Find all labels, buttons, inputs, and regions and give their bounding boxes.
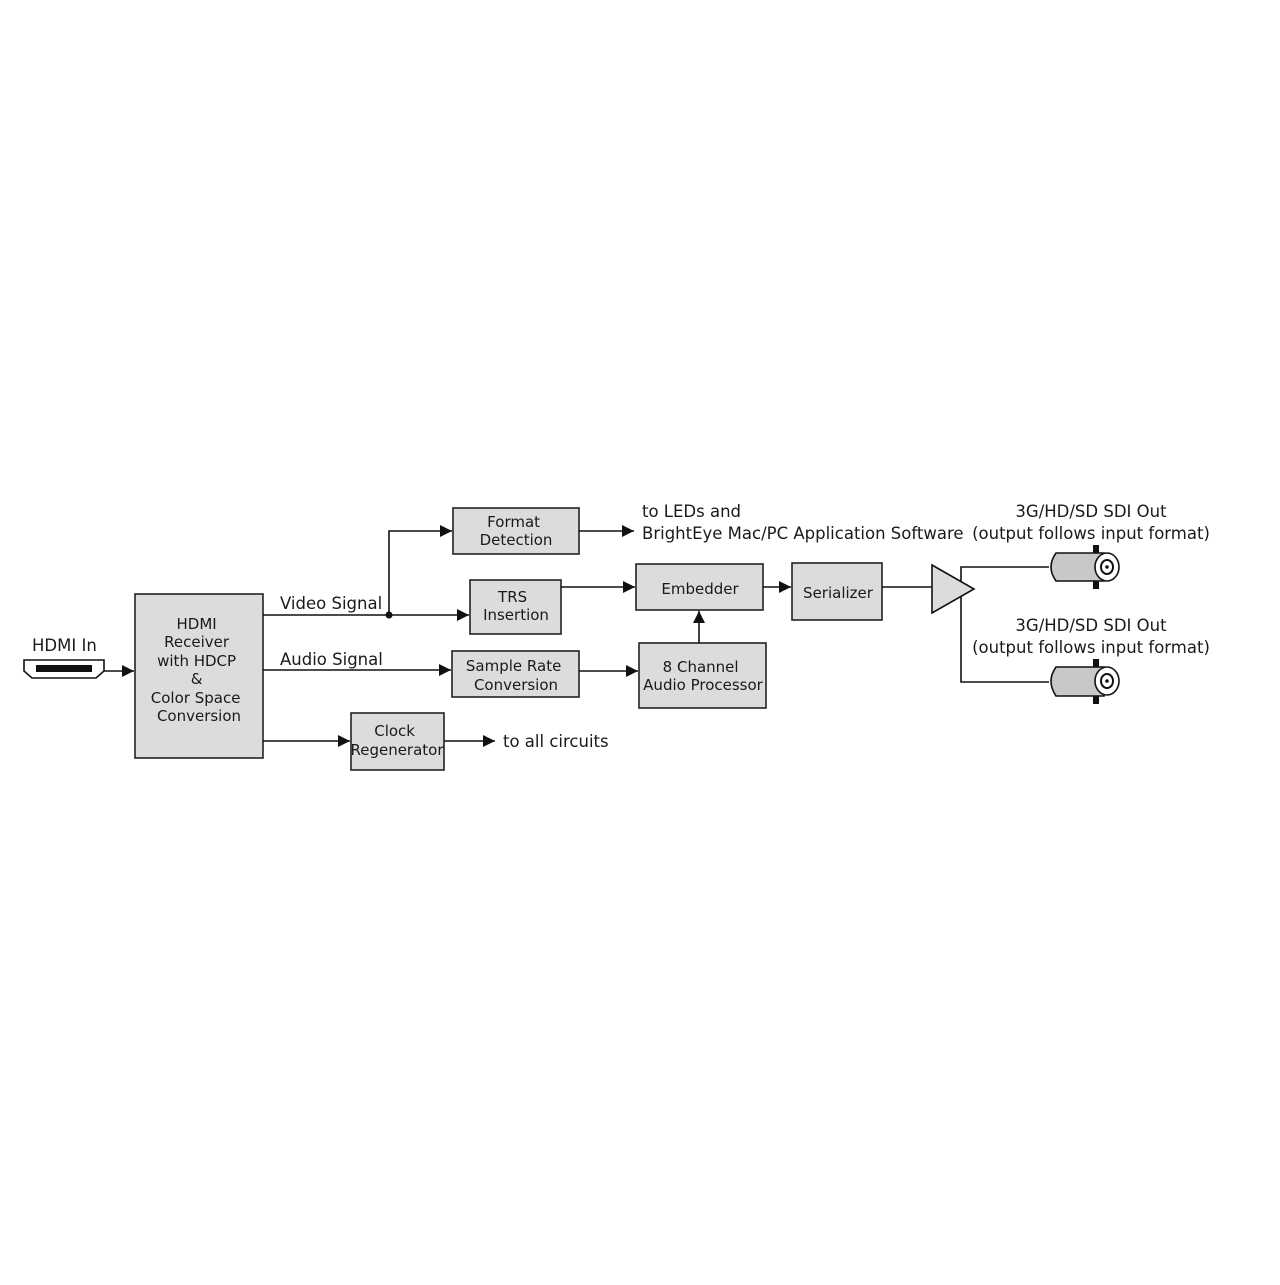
to-leds-label-line2: BrightEye Mac/PC Application Software (642, 524, 964, 543)
junction-dot (385, 611, 393, 619)
to-all-circuits-label: to all circuits (503, 732, 609, 751)
sdi-out-1-note: (output follows input format) (972, 524, 1210, 543)
embedder-line: Embedder (661, 580, 739, 598)
hdmi-in-label: HDMI In (32, 636, 97, 655)
svg-text:HDMI Receiver with: HDMI Receiver with HDCP & Color Space Co… (151, 615, 245, 725)
clock-regenerator-line: Regenerator (350, 741, 444, 759)
sdi-out-2-line (960, 597, 1049, 683)
serializer-line: Serializer (803, 584, 874, 602)
hdmi-receiver-line: with HDCP (157, 652, 236, 670)
svg-text:Format Detection: Format Detection (480, 513, 553, 549)
audio-signal-label: Audio Signal (280, 650, 383, 669)
hdmi-receiver-line: Conversion (157, 707, 241, 725)
svg-text:Clock Regenerator: Clock Regenerator (350, 722, 444, 759)
format-detection-line: Format (487, 513, 540, 531)
clock-regenerator-line: Clock (374, 722, 415, 740)
video-signal-label: Video Signal (280, 594, 382, 613)
format-detection-line: Detection (480, 531, 553, 549)
hdmi-receiver-line: & (191, 670, 203, 688)
serializer-block: Serializer (791, 562, 883, 621)
embedder-block: Embedder (635, 563, 764, 611)
format-detection-block: Format Detection (452, 507, 580, 555)
sdi-out-2-title: 3G/HD/SD SDI Out (1015, 616, 1167, 635)
hdmi-receiver-block: HDMI Receiver with HDCP & Color Space Co… (134, 593, 264, 759)
sample-rate-line: Sample Rate (466, 657, 561, 675)
svg-text:Serializer: Serializer (803, 584, 874, 602)
sdi-out-2-note: (output follows input format) (972, 638, 1210, 657)
video-to-format-detection (388, 525, 452, 615)
audio-processor-block: 8 Channel Audio Processor (638, 642, 767, 709)
svg-text:8 Channel Audio Processo: 8 Channel Audio Processor (643, 658, 763, 694)
amplifier-triangle-icon (931, 563, 976, 615)
sdi-out-1-line (960, 566, 1049, 581)
hdmi-receiver-line: Color Space (151, 689, 241, 707)
audio-processor-line: 8 Channel (663, 658, 739, 676)
hdmi-receiver-line: Receiver (164, 633, 230, 651)
svg-text:TRS Insertion: TRS Insertion (483, 588, 549, 624)
svg-text:Sample Rate Conversion: Sample Rate Conversion (466, 657, 566, 694)
bnc-connector-icon (1050, 545, 1120, 589)
trs-insertion-block: TRS Insertion (469, 579, 562, 635)
audio-processor-line: Audio Processor (643, 676, 763, 694)
bnc-connector-icon (1050, 659, 1120, 704)
hdmi-port-icon (23, 659, 105, 679)
sdi-out-1-title: 3G/HD/SD SDI Out (1015, 502, 1167, 521)
svg-text:Embedder: Embedder (661, 580, 739, 598)
trs-insertion-line: Insertion (483, 606, 549, 624)
clock-regenerator-block: Clock Regenerator (350, 712, 445, 771)
sample-rate-conversion-block: Sample Rate Conversion (451, 650, 580, 698)
trs-insertion-line: TRS (497, 588, 527, 606)
to-leds-label-line1: to LEDs and (642, 502, 741, 521)
sample-rate-line: Conversion (474, 676, 558, 694)
hdmi-receiver-line: HDMI (177, 615, 217, 633)
